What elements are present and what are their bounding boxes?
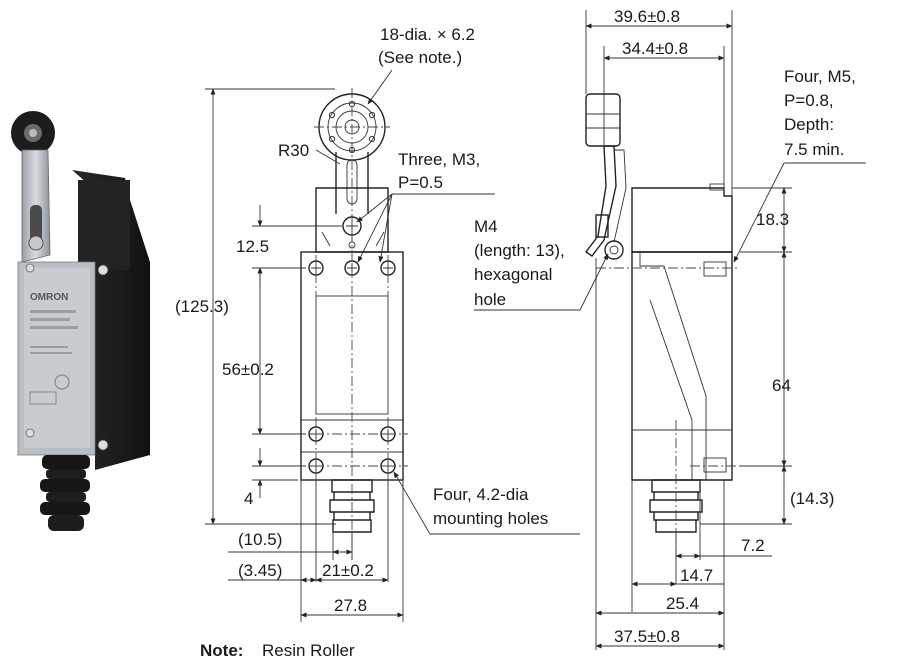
dim-offset-b: 14.7 (680, 566, 713, 585)
dim-overall-height: (125.3) (175, 297, 229, 316)
front-view (296, 88, 408, 560)
front-plunger (329, 479, 375, 533)
photo-black-housing (72, 170, 150, 470)
callout-hex-line4: hole (474, 290, 506, 309)
note-label: Note: (200, 641, 243, 660)
dim-left-offset-1: (10.5) (238, 530, 282, 549)
side-dimensions: 39.6±0.8 34.4±0.8 18.3 64 (14.3) 7.2 14 (585, 7, 834, 650)
callout-threads-line3: Depth: (784, 115, 834, 134)
side-roller (585, 93, 621, 147)
note-text: Resin Roller (262, 641, 355, 660)
dim-side-top-offset: 18.3 (756, 210, 789, 229)
product-photo: OMRON (11, 111, 150, 531)
dim-offset-a: 7.2 (741, 536, 765, 555)
dim-left-offset-2: (3.45) (238, 561, 282, 580)
side-lever (584, 145, 617, 257)
dim-top-offset: 12.5 (236, 237, 269, 256)
front-callouts: 18-dia. × 6.2 (See note.) R30 Three, M3,… (278, 25, 580, 535)
side-view (584, 93, 740, 560)
callout-threads-line2: P=0.8, (784, 91, 834, 110)
dim-hole-pitch-vertical: 56±0.2 (222, 360, 274, 379)
note: Note: Resin Roller (200, 641, 355, 660)
dim-hole-pitch-horizontal: 21±0.2 (322, 561, 374, 580)
callout-threads-line1: Four, M5, (784, 67, 856, 86)
dim-bottom-offset: 4 (244, 489, 253, 508)
dim-body-width: 27.8 (334, 596, 367, 615)
side-callouts: M4 (length: 13), hexagonal hole Four, M5… (474, 67, 866, 311)
callout-mounting-line1: Four, 4.2-dia (433, 485, 529, 504)
photo-plunger (40, 455, 90, 531)
callout-screws-line2: P=0.5 (398, 173, 443, 192)
callout-radius: R30 (278, 141, 309, 160)
dim-thread-pitch: 64 (772, 376, 791, 395)
photo-brand: OMRON (30, 292, 68, 303)
callout-hex-line3: hexagonal (474, 265, 552, 284)
side-body (631, 251, 733, 481)
dim-top-width-inner: 34.4±0.8 (622, 39, 688, 58)
dim-side-bottom-offset: (14.3) (790, 489, 834, 508)
front-lever (335, 152, 369, 214)
callout-mounting-line2: mounting holes (433, 509, 548, 528)
callout-roller-note: (See note.) (378, 48, 462, 67)
dim-offset-c: 25.4 (666, 594, 699, 613)
callout-hex-line2: (length: 13), (474, 241, 565, 260)
front-dimensions: (125.3) 12.5 56±0.2 4 (10.5) (3.45) (175, 88, 404, 622)
callout-threads-line4: 7.5 min. (784, 140, 844, 159)
callout-screws-line1: Three, M3, (398, 150, 480, 169)
callout-hex-line1: M4 (474, 217, 498, 236)
dim-top-width-overall: 39.6±0.8 (614, 7, 680, 26)
callout-roller: 18-dia. × 6.2 (380, 25, 475, 44)
dim-bottom-width-overall: 37.5±0.8 (614, 627, 680, 646)
side-head (631, 187, 733, 253)
